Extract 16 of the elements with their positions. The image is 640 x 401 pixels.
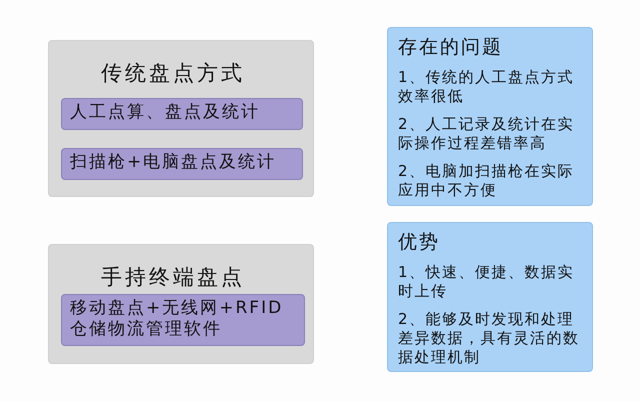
info-panel bbox=[387, 27, 593, 206]
list-item: 2、人工记录及统计在实际操作过程差错率高 bbox=[398, 115, 576, 153]
group-panel bbox=[48, 40, 314, 197]
panel-heading: 优势 bbox=[398, 230, 441, 255]
list-item: 2、能够及时发现和处理差异数据，具有灵活的数据处理机制 bbox=[398, 310, 580, 367]
method-box: 人工点算、盘点及统计 bbox=[61, 98, 303, 130]
panel-heading: 手持终端盘点 bbox=[101, 264, 245, 291]
list-item: 1、快速、便捷、数据实时上传 bbox=[398, 263, 576, 301]
list-item: 2、电脑加扫描枪在实际应用中不方便 bbox=[398, 162, 576, 200]
method-box: 扫描枪+电脑盘点及统计 bbox=[61, 148, 303, 180]
group-panel bbox=[48, 244, 314, 364]
info-panel bbox=[387, 222, 593, 372]
method-box: 移动盘点+无线网+RFID仓储物流管理软件 bbox=[61, 294, 305, 346]
panel-heading: 存在的问题 bbox=[398, 35, 504, 60]
list-item: 1、传统的人工盘点方式效率很低 bbox=[398, 68, 576, 106]
panel-heading: 传统盘点方式 bbox=[101, 60, 245, 87]
